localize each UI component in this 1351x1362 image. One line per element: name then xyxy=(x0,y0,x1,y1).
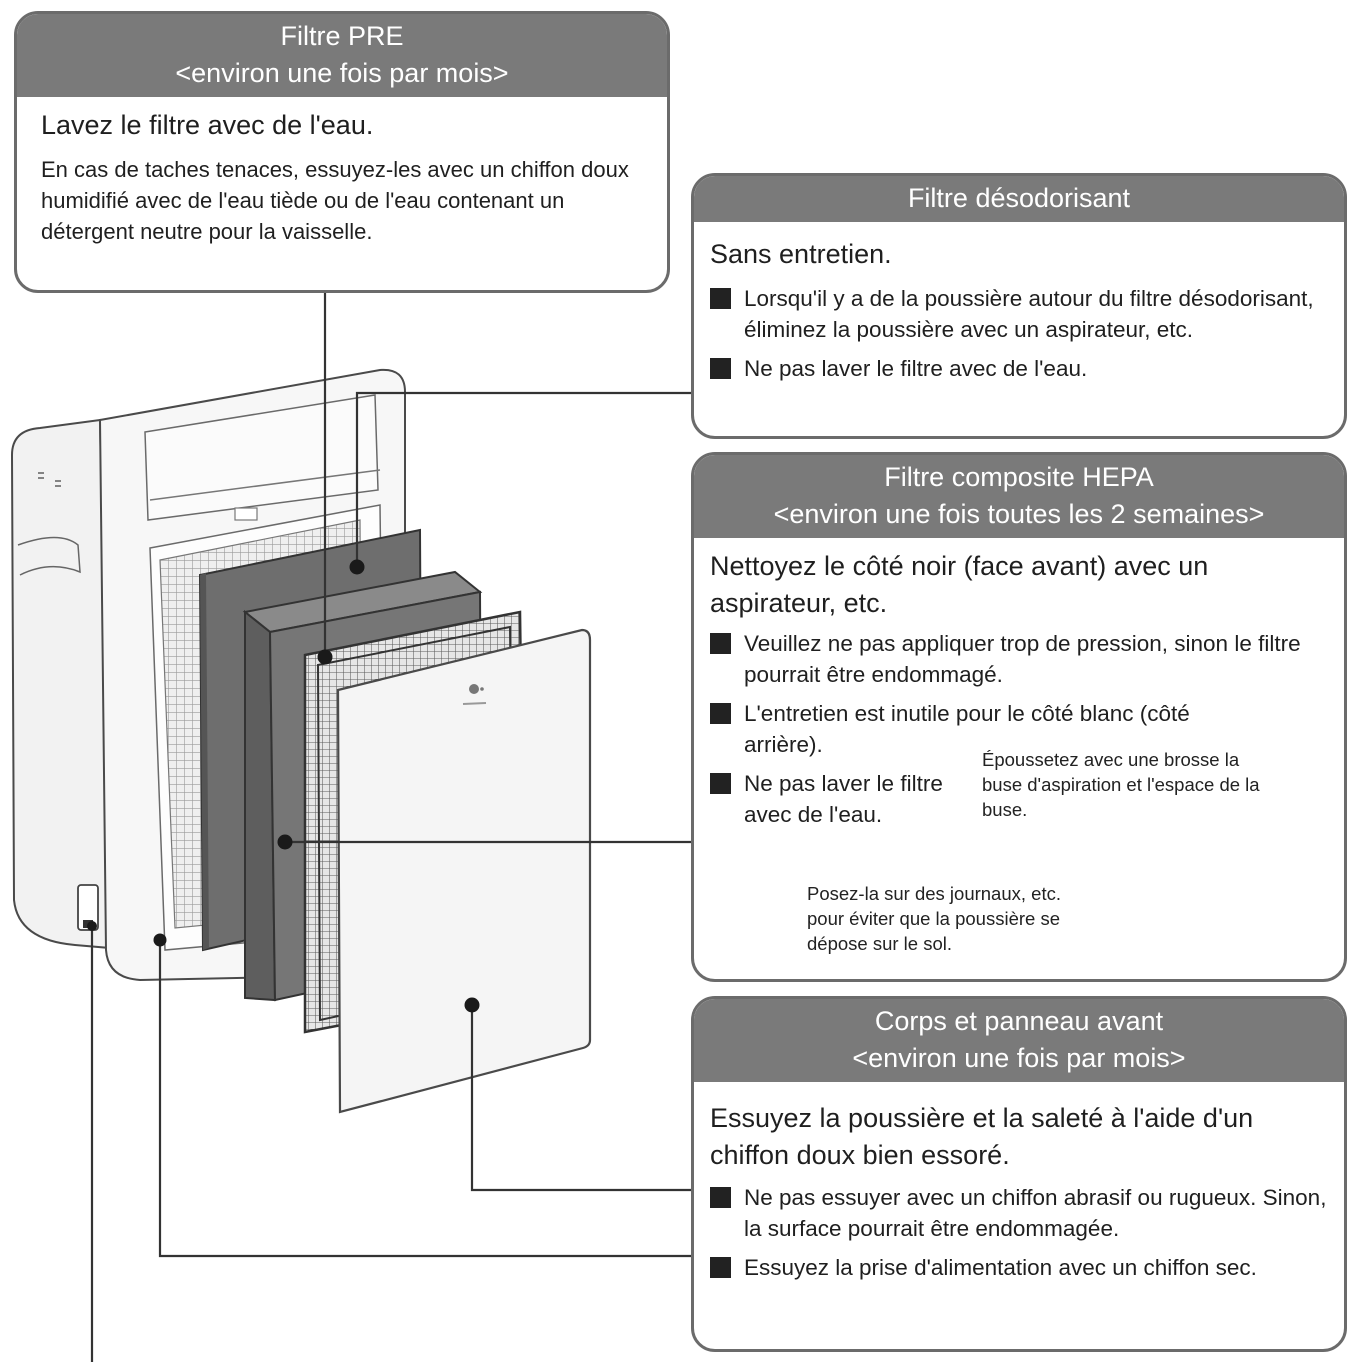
body-panel-bullet: Ne pas essuyer avec un chiffon abrasif o… xyxy=(710,1182,1340,1244)
deodorizing-filter-bullet: Ne pas laver le filtre avec de l'eau. xyxy=(710,353,1326,384)
pre-filter-box: Filtre PRE <environ une fois par mois> L… xyxy=(14,11,670,293)
brush-note: Époussetez avec une brosse la buse d'asp… xyxy=(982,747,1262,822)
hepa-filter-bullet: Ne pas laver le filtre avec de l'eau. xyxy=(710,768,969,830)
hepa-filter-bullet: L'entretien est inutile pour le côté bla… xyxy=(710,698,1214,760)
hepa-filter-box: Filtre composite HEPA <environ une fois … xyxy=(691,452,1347,982)
deodorizing-filter-box: Filtre désodorisant Sans entretien. Lors… xyxy=(691,173,1347,439)
bullet-square-icon xyxy=(710,773,731,794)
pre-filter-text: En cas de taches tenaces, essuyez-les av… xyxy=(41,157,629,244)
hepa-filter-header: Filtre composite HEPA <environ une fois … xyxy=(694,455,1344,538)
body-panel-header: Corps et panneau avant <environ une fois… xyxy=(694,999,1344,1082)
deodorizing-filter-title: Filtre désodorisant xyxy=(907,183,1131,213)
bullet-square-icon xyxy=(710,358,731,379)
hepa-filter-bullet: Veuillez ne pas appliquer trop de pressi… xyxy=(710,628,1334,690)
body-panel-box: Corps et panneau avant <environ une fois… xyxy=(691,996,1347,1352)
body-panel-frequency: <environ une fois par mois> xyxy=(852,1043,1186,1073)
front-panel xyxy=(336,628,592,1114)
leader-dots xyxy=(87,559,480,1013)
deodorizing-filter-lead: Sans entretien. xyxy=(710,239,892,269)
deodorizing-filter-header: Filtre désodorisant xyxy=(694,176,1344,222)
hepa-filter-lead: Nettoyez le côté noir (face avant) avec … xyxy=(710,551,1209,618)
newspaper-note: Posez-la sur des journaux, etc. pour évi… xyxy=(807,883,1061,954)
body-panel-bullet: Essuyez la prise d'alimentation avec un … xyxy=(710,1252,1340,1283)
body-panel-title: Corps et panneau avant xyxy=(874,1006,1164,1036)
body-panel-lead: Essuyez la poussière et la saleté à l'ai… xyxy=(710,1103,1254,1170)
bullet-square-icon xyxy=(710,288,731,309)
pre-filter-title: Filtre PRE xyxy=(280,21,404,51)
bullet-square-icon xyxy=(710,1187,731,1208)
hepa-filter-frequency: <environ une fois toutes les 2 semaines> xyxy=(773,499,1265,529)
deodorizing-filter-bullet: Lorsqu'il y a de la poussière autour du … xyxy=(710,283,1326,345)
pre-filter-header: Filtre PRE <environ une fois par mois> xyxy=(17,14,667,97)
pre-filter-lead: Lavez le filtre avec de l'eau. xyxy=(41,110,374,140)
pre-filter-frequency: <environ une fois par mois> xyxy=(175,58,509,88)
bullet-square-icon xyxy=(710,1257,731,1278)
bullet-square-icon xyxy=(710,703,731,724)
hepa-filter-title: Filtre composite HEPA xyxy=(884,462,1154,492)
bullet-square-icon xyxy=(710,633,731,654)
